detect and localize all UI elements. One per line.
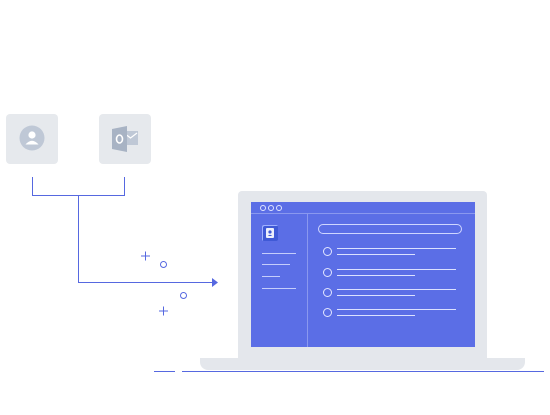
sidebar-item[interactable] <box>262 288 296 289</box>
list-item[interactable] <box>323 266 463 280</box>
sidebar-item[interactable] <box>262 276 280 277</box>
ground-line <box>182 371 544 372</box>
sidebar-item[interactable] <box>262 264 290 265</box>
list-item[interactable] <box>323 286 463 300</box>
ground-line <box>154 371 175 372</box>
radio-button[interactable] <box>323 288 332 297</box>
contacts-card-icon[interactable] <box>262 225 278 241</box>
list-item[interactable] <box>323 245 463 259</box>
arrow-head-icon <box>212 278 218 287</box>
radio-button[interactable] <box>323 308 332 317</box>
laptop-base <box>200 358 525 370</box>
outlook-source-tile <box>99 114 151 164</box>
radio-button[interactable] <box>323 268 332 277</box>
sidebar <box>251 214 308 347</box>
window-control-dot[interactable] <box>276 205 282 211</box>
outlook-icon <box>112 126 138 152</box>
bracket-connector <box>32 177 212 283</box>
contact-person-icon <box>19 125 45 151</box>
window-titlebar <box>251 202 475 214</box>
sidebar-item[interactable] <box>262 253 296 254</box>
window-control-dot[interactable] <box>268 205 274 211</box>
circle-decoration-icon <box>180 292 187 299</box>
contacts-source-tile <box>6 114 58 164</box>
radio-button[interactable] <box>323 247 332 256</box>
app-window <box>251 202 475 347</box>
list-item[interactable] <box>323 306 463 320</box>
search-bar[interactable] <box>318 224 462 234</box>
circle-decoration-icon <box>160 261 167 268</box>
plus-decoration-icon <box>159 306 168 316</box>
window-control-dot[interactable] <box>260 205 266 211</box>
plus-decoration-icon <box>141 251 150 261</box>
